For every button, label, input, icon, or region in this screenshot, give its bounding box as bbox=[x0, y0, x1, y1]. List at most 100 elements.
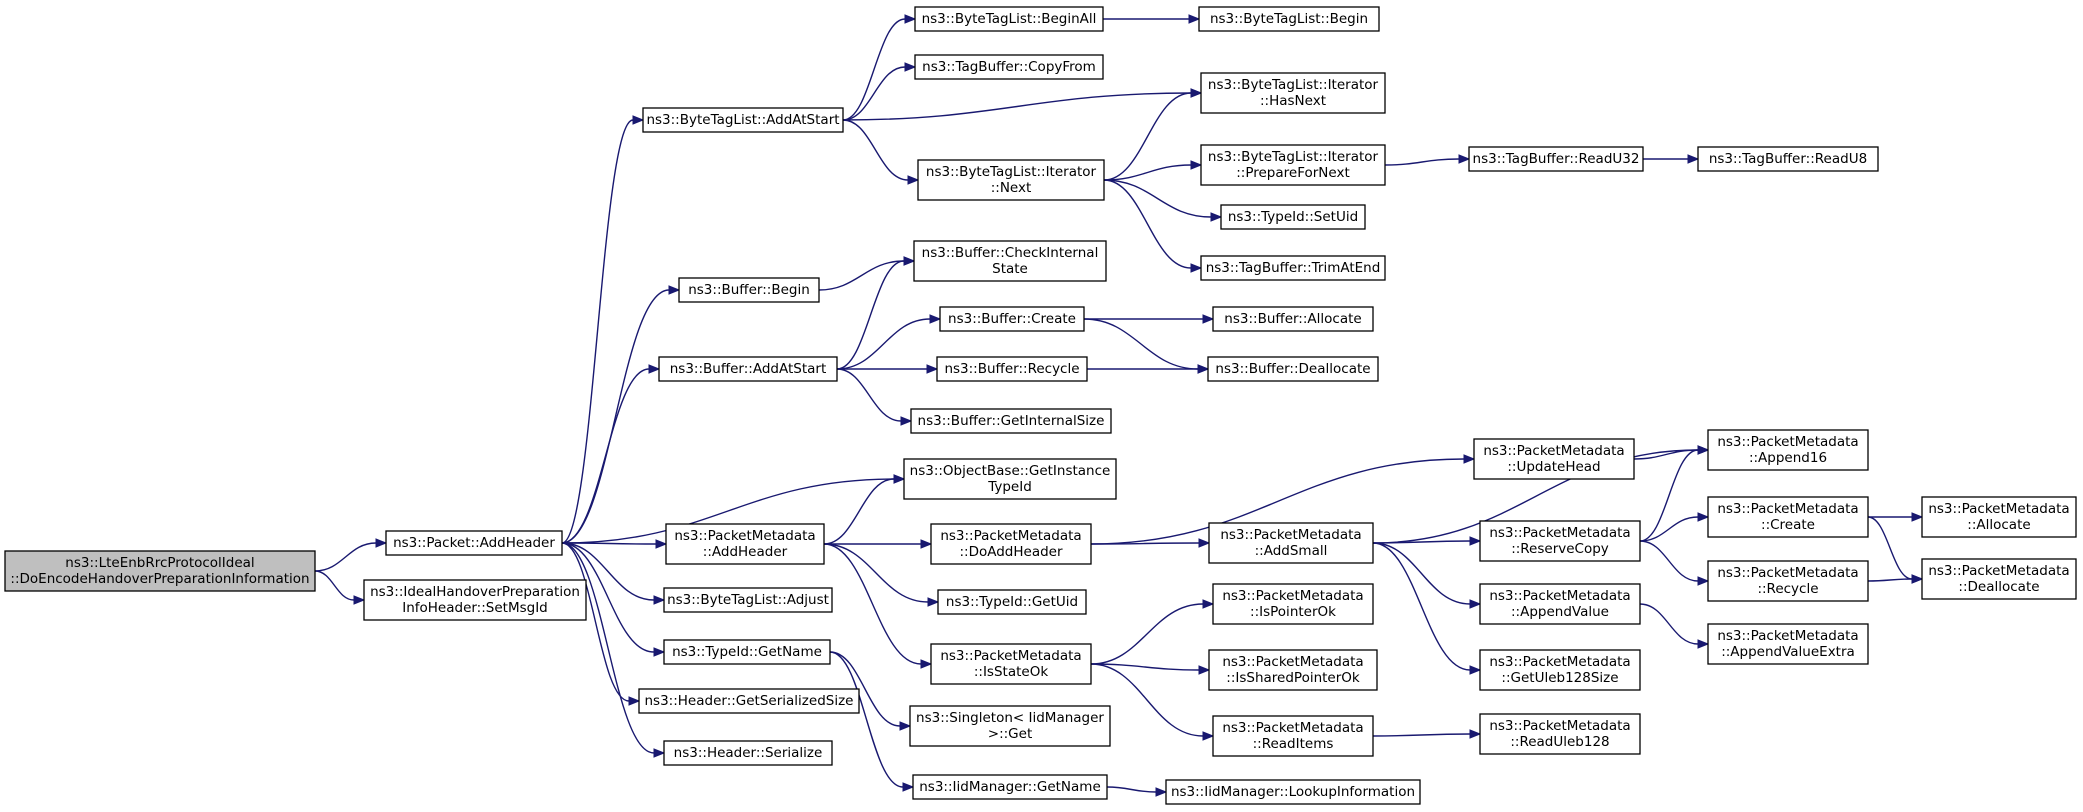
node-label: ns3::ByteTagList::Adjust bbox=[667, 592, 829, 608]
node-label: ns3::Buffer::GetInternalSize bbox=[918, 413, 1105, 429]
node-pm-issharedpointerok[interactable]: ns3::PacketMetadata::IsSharedPointerOk bbox=[1208, 649, 1378, 691]
edge-btl_addatstart-to-btli_hasnext bbox=[842, 88, 1203, 121]
edge-pm_addsmall-to-pm_getuleb128size bbox=[1372, 542, 1482, 675]
node-btli-next[interactable]: ns3::ByteTagList::Iterator::Next bbox=[917, 159, 1105, 201]
node-label: ::Allocate bbox=[1967, 517, 2030, 533]
edge-pm_reservecopy-to-pm_create bbox=[1639, 512, 1710, 542]
node-tb-trimatend[interactable]: ns3::TagBuffer::TrimAtEnd bbox=[1200, 255, 1386, 281]
node-pm-deallocate[interactable]: ns3::PacketMetadata::Deallocate bbox=[1921, 558, 2077, 600]
node-pm-doaddheader[interactable]: ns3::PacketMetadata::DoAddHeader bbox=[930, 523, 1092, 565]
node-pm-addheader[interactable]: ns3::PacketMetadata::AddHeader bbox=[665, 523, 825, 565]
node-tb-readu8[interactable]: ns3::TagBuffer::ReadU8 bbox=[1697, 146, 1879, 172]
node-buf-addatstart[interactable]: ns3::Buffer::AddAtStart bbox=[658, 356, 838, 382]
node-buf-deallocate[interactable]: ns3::Buffer::Deallocate bbox=[1207, 356, 1379, 382]
node-btli-hasnext[interactable]: ns3::ByteTagList::Iterator::HasNext bbox=[1200, 72, 1386, 114]
node-label: ns3::PacketMetadata bbox=[1717, 501, 1858, 517]
node-label: ns3::ObjectBase::GetInstance bbox=[910, 463, 1111, 479]
edge-line bbox=[836, 318, 931, 370]
node-btl-begin[interactable]: ns3::ByteTagList::Begin bbox=[1198, 6, 1380, 32]
node-iid-lookupinformation[interactable]: ns3::IidManager::LookupInformation bbox=[1165, 779, 1421, 805]
edge-pm_doaddheader-to-pm_addsmall bbox=[1090, 538, 1211, 548]
node-btl-beginall[interactable]: ns3::ByteTagList::BeginAll bbox=[914, 6, 1104, 32]
node-pm-readuleb128[interactable]: ns3::PacketMetadata::ReadUleb128 bbox=[1479, 713, 1641, 755]
node-pkt-addheader[interactable]: ns3::Packet::AddHeader bbox=[385, 530, 563, 556]
node-btl-addatstart[interactable]: ns3::ByteTagList::AddAtStart bbox=[642, 107, 844, 133]
node-pm-isstateok[interactable]: ns3::PacketMetadata::IsStateOk bbox=[930, 643, 1092, 685]
node-label: ns3::TypeId::SetUid bbox=[1228, 209, 1358, 225]
edge-line bbox=[823, 478, 895, 545]
edge-line bbox=[561, 478, 895, 544]
edge-arrowhead bbox=[653, 748, 666, 758]
node-tb-copyfrom[interactable]: ns3::TagBuffer::CopyFrom bbox=[914, 54, 1104, 80]
node-hdr-serialize[interactable]: ns3::Header::Serialize bbox=[663, 740, 833, 766]
node-box bbox=[363, 579, 587, 621]
edge-arrowhead bbox=[1469, 536, 1482, 546]
edge-line bbox=[561, 119, 634, 544]
node-buf-create[interactable]: ns3::Buffer::Create bbox=[939, 306, 1085, 332]
node-pm-updatehead[interactable]: ns3::PacketMetadata::UpdateHead bbox=[1473, 438, 1635, 480]
node-pm-append16[interactable]: ns3::PacketMetadata::Append16 bbox=[1707, 429, 1869, 471]
node-buf-allocate[interactable]: ns3::Buffer::Allocate bbox=[1212, 306, 1374, 332]
node-pm-ispointerok[interactable]: ns3::PacketMetadata::IsPointerOk bbox=[1212, 583, 1374, 625]
edge-line bbox=[561, 368, 650, 544]
edge-pm_isstateok-to-pm_ispointerok bbox=[1090, 599, 1215, 665]
node-tb-readu32[interactable]: ns3::TagBuffer::ReadU32 bbox=[1468, 146, 1644, 172]
node-buf-recycle[interactable]: ns3::Buffer::Recycle bbox=[936, 356, 1088, 382]
node-pm-reservecopy[interactable]: ns3::PacketMetadata::ReserveCopy bbox=[1479, 520, 1641, 562]
node-label: ns3::ByteTagList::BeginAll bbox=[922, 11, 1097, 27]
edge-buf_addatstart-to-buf_recycle bbox=[837, 364, 939, 374]
node-box bbox=[914, 6, 1104, 32]
nodes-layer: ns3::LteEnbRrcProtocolIdeal::DoEncodeHan… bbox=[4, 6, 2077, 805]
node-pm-appendvalue[interactable]: ns3::PacketMetadata::AppendValue bbox=[1479, 583, 1641, 625]
edge-line bbox=[1639, 603, 1699, 645]
node-label: ::IsPointerOk bbox=[1250, 604, 1336, 620]
edge-pm_recycle-to-pm_deallocate bbox=[1867, 574, 1924, 584]
node-tid-getuid[interactable]: ns3::TypeId::GetUid bbox=[937, 589, 1087, 615]
node-label: ns3::Buffer::AddAtStart bbox=[670, 361, 827, 377]
node-ideal-setmsgid[interactable]: ns3::IdealHandoverPreparationInfoHeader:… bbox=[363, 579, 587, 621]
edge-arrowhead bbox=[1911, 512, 1924, 522]
node-singleton-get[interactable]: ns3::Singleton< IidManager >::Get bbox=[909, 705, 1111, 747]
node-pm-addsmall[interactable]: ns3::PacketMetadata::AddSmall bbox=[1208, 522, 1374, 564]
node-pm-allocate[interactable]: ns3::PacketMetadata::Allocate bbox=[1921, 496, 2077, 538]
node-pm-create[interactable]: ns3::PacketMetadata::Create bbox=[1707, 496, 1869, 538]
node-tid-setuid[interactable]: ns3::TypeId::SetUid bbox=[1220, 204, 1366, 230]
node-box bbox=[642, 107, 844, 133]
node-label: ::AddSmall bbox=[1255, 543, 1328, 559]
node-box bbox=[1479, 583, 1641, 625]
edge-arrowhead bbox=[1697, 576, 1710, 586]
edge-btl_addatstart-to-btl_beginall bbox=[842, 14, 917, 121]
node-box bbox=[1921, 558, 2077, 600]
node-pm-appendvalueextra[interactable]: ns3::PacketMetadata::AppendValueExtra bbox=[1707, 623, 1869, 665]
node-box bbox=[917, 159, 1105, 201]
node-tid-getname[interactable]: ns3::TypeId::GetName bbox=[663, 639, 831, 665]
node-box bbox=[1707, 429, 1869, 471]
node-label: ns3::TypeId::GetName bbox=[672, 644, 822, 660]
node-iid-getname[interactable]: ns3::IidManager::GetName bbox=[912, 774, 1108, 800]
node-pm-recycle[interactable]: ns3::PacketMetadata::Recycle bbox=[1707, 560, 1869, 602]
node-label: ::ReserveCopy bbox=[1511, 541, 1609, 557]
edge-root-to-ideal_setmsgid bbox=[314, 570, 366, 605]
edge-arrowhead bbox=[929, 314, 942, 324]
node-label: ns3::TagBuffer::TrimAtEnd bbox=[1206, 260, 1381, 276]
node-root[interactable]: ns3::LteEnbRrcProtocolIdeal::DoEncodeHan… bbox=[4, 550, 316, 592]
node-label: >::Get bbox=[988, 726, 1032, 742]
node-label: ns3::TagBuffer::CopyFrom bbox=[922, 59, 1096, 75]
node-label: ::ReadUleb128 bbox=[1510, 734, 1609, 750]
node-pm-readitems[interactable]: ns3::PacketMetadata::ReadItems bbox=[1212, 715, 1374, 757]
edge-arrowhead bbox=[907, 175, 920, 185]
node-hdr-getserializedsize[interactable]: ns3::Header::GetSerializedSize bbox=[638, 688, 860, 714]
node-buf-begin[interactable]: ns3::Buffer::Begin bbox=[678, 277, 820, 303]
edge-buf_create-to-buf_deallocate bbox=[1083, 318, 1210, 374]
node-box bbox=[665, 523, 825, 565]
node-pm-getuleb128size[interactable]: ns3::PacketMetadata::GetUleb128Size bbox=[1479, 649, 1641, 691]
node-buf-getinternalsize[interactable]: ns3::Buffer::GetInternalSize bbox=[910, 408, 1112, 434]
node-btli-preparefornext[interactable]: ns3::ByteTagList::Iterator::PrepareForNe… bbox=[1200, 144, 1386, 186]
edge-arrowhead bbox=[920, 659, 933, 669]
node-box bbox=[1208, 522, 1374, 564]
node-btl-adjust[interactable]: ns3::ByteTagList::Adjust bbox=[663, 587, 833, 613]
node-box bbox=[663, 639, 831, 665]
